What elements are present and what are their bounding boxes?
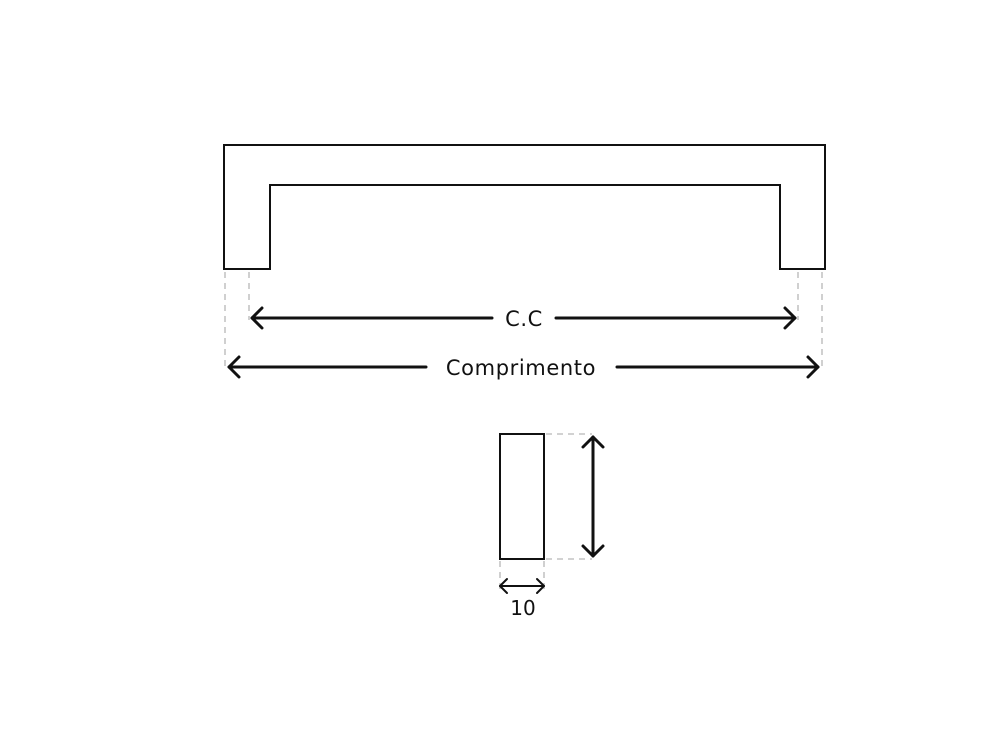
- height-arrowhead-top-icon: [581, 435, 605, 449]
- handle-cross-section: [499, 433, 545, 560]
- length-arrowhead-left-icon: [227, 355, 241, 379]
- height-dimension: [581, 435, 605, 558]
- cc-dimension: C.C: [250, 306, 797, 331]
- cc-label: C.C: [505, 307, 543, 331]
- cc-arrowhead-left-icon: [250, 306, 264, 330]
- width-arrowhead-right-icon: [536, 578, 545, 594]
- height-arrowhead-bottom-icon: [581, 544, 605, 558]
- length-label: Comprimento: [446, 356, 596, 380]
- width-dimension: 10: [499, 578, 545, 620]
- width-label: 10: [510, 596, 535, 620]
- width-arrowhead-left-icon: [499, 578, 508, 594]
- length-dimension: Comprimento: [227, 355, 820, 380]
- cc-arrowhead-right-icon: [783, 306, 797, 330]
- length-arrowhead-right-icon: [806, 355, 820, 379]
- handle-front-view: [223, 144, 826, 270]
